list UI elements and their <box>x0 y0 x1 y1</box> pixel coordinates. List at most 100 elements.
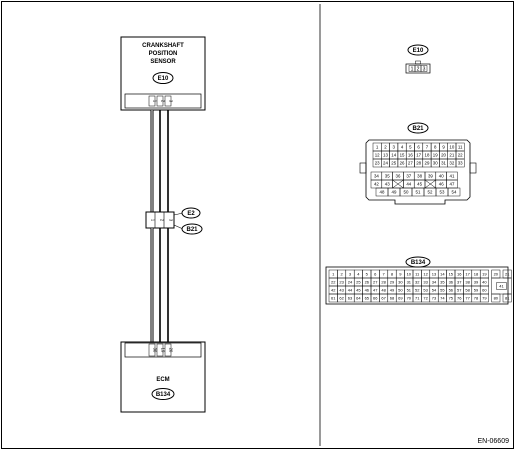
b134-pin-60: 60 <box>482 287 487 292</box>
ecm-pin-box-2 <box>156 343 164 357</box>
b134-pin-70: 70 <box>407 295 412 300</box>
b134-pin-11: 11 <box>415 271 420 276</box>
b21-pin-13: 13 <box>383 153 388 158</box>
b21-left-latch <box>359 162 367 174</box>
b134-pin-31: 31 <box>407 279 412 284</box>
b134-pin-3: 3 <box>349 271 352 276</box>
b21-pin-19: 19 <box>433 153 438 158</box>
b134-pin-64: 64 <box>356 295 361 300</box>
b21-pin-47: 47 <box>450 182 455 187</box>
e10-badge <box>407 44 429 56</box>
b21-pin-49: 49 <box>392 190 397 195</box>
ecm-connector-badge <box>151 388 175 400</box>
b21-pin-29: 29 <box>425 161 430 166</box>
b21-pin-2: 2 <box>384 145 387 150</box>
b134-pin-69: 69 <box>398 295 403 300</box>
junction-pin-2: 2 <box>160 219 165 222</box>
b21-pin-26: 26 <box>400 161 405 166</box>
b21-pin-54-box <box>447 187 461 197</box>
b134-pin-66: 66 <box>373 295 378 300</box>
b134-pin-45: 45 <box>356 287 361 292</box>
e10-pin-3: 3 <box>423 66 426 72</box>
sensor-title-line-1: CRANKSHAFT <box>142 43 184 49</box>
b21-pin-37: 37 <box>406 174 411 179</box>
b134-pin-32: 32 <box>415 279 420 284</box>
b21-pin-28: 28 <box>416 161 421 166</box>
e10-pin-3-box <box>420 65 428 72</box>
b21-pin-46: 46 <box>439 182 444 187</box>
b134-pin-19: 19 <box>482 271 487 276</box>
b134-pin-37: 37 <box>457 279 462 284</box>
b134-pin-52: 52 <box>415 287 420 292</box>
sensor-connector-badge <box>152 72 174 84</box>
b134-pin-41: 41 <box>499 283 504 288</box>
b21-pin-44: 44 <box>406 182 411 187</box>
b134-pin-58: 58 <box>465 287 470 292</box>
b134-pin-7: 7 <box>382 271 385 276</box>
b134-pin-46: 46 <box>365 287 370 292</box>
b134-pin-56: 56 <box>449 287 454 292</box>
b134-pin-26: 26 <box>365 279 370 284</box>
b134-pin-8: 8 <box>391 271 394 276</box>
junction-connector-b21: B21 <box>186 227 198 233</box>
b134-pin-78: 78 <box>474 295 479 300</box>
b21-pin-42: 42 <box>374 182 379 187</box>
b21-housing <box>365 139 471 205</box>
b134-pin-10: 10 <box>407 271 412 276</box>
b134-pin-63: 63 <box>348 295 353 300</box>
b134-side-block-box <box>491 277 512 295</box>
b134-pin-67: 67 <box>381 295 386 300</box>
b134-pin-74: 74 <box>440 295 445 300</box>
junction-leader-e2 <box>173 212 184 216</box>
b134-label: B134 <box>411 260 426 266</box>
b134-pin-22: 22 <box>331 279 336 284</box>
b134-pin-21: 21 <box>505 271 510 276</box>
b21-label: B21 <box>412 126 424 132</box>
b21-blank-cross-2 <box>392 179 404 189</box>
b21-pin-12: 12 <box>375 153 380 158</box>
b21-pin-34: 34 <box>374 174 379 179</box>
b134-pin-54: 54 <box>432 287 437 292</box>
sensor-plug <box>124 93 202 109</box>
ecm: 30 19 20 ECM B134 <box>120 341 206 413</box>
b21-pin-23: 23 <box>375 161 380 166</box>
sensor-title-line-2: POSITION <box>149 51 178 57</box>
b134-pin-17: 17 <box>465 271 470 276</box>
ecm-pin-box-3 <box>164 343 172 357</box>
junction-leader-b21 <box>173 224 184 230</box>
b134-pin-48: 48 <box>381 287 386 292</box>
b134-pin-20: 20 <box>494 271 499 276</box>
crankshaft-sensor: CRANKSHAFT POSITION SENSOR E10 1 2 3 <box>120 36 206 111</box>
b21-pin-53: 53 <box>440 190 445 195</box>
b21-pin-20: 20 <box>441 153 446 158</box>
b134-pin-40: 40 <box>482 279 487 284</box>
wires-lower <box>150 228 169 342</box>
b134-pin-68: 68 <box>390 295 395 300</box>
sensor-box <box>120 36 206 111</box>
b134-pin-77: 77 <box>465 295 470 300</box>
b134-pin-15: 15 <box>449 271 454 276</box>
sensor-pin-3: 3 <box>169 100 174 103</box>
b134-pin-14: 14 <box>440 271 445 276</box>
b21-pin-45: 45 <box>417 182 422 187</box>
b21-pin-35: 35 <box>385 174 390 179</box>
sensor-title-line-3: SENSOR <box>150 59 176 65</box>
junction-badge-e2 <box>181 207 201 219</box>
b21-pin-4: 4 <box>401 145 404 150</box>
wires-upper <box>150 110 169 212</box>
sensor-connector-code: E10 <box>158 76 169 82</box>
b134-pin-65: 65 <box>365 295 370 300</box>
junction-pin-3: 3 <box>169 219 174 222</box>
b134-pin-35: 35 <box>440 279 445 284</box>
b134-pin-18: 18 <box>474 271 479 276</box>
b21-pin-24: 24 <box>383 161 388 166</box>
b21-pin-54: 54 <box>452 190 457 195</box>
b134-pin-72: 72 <box>423 295 428 300</box>
b21-pin-32: 32 <box>449 161 454 166</box>
b21-right-latch <box>469 162 477 174</box>
